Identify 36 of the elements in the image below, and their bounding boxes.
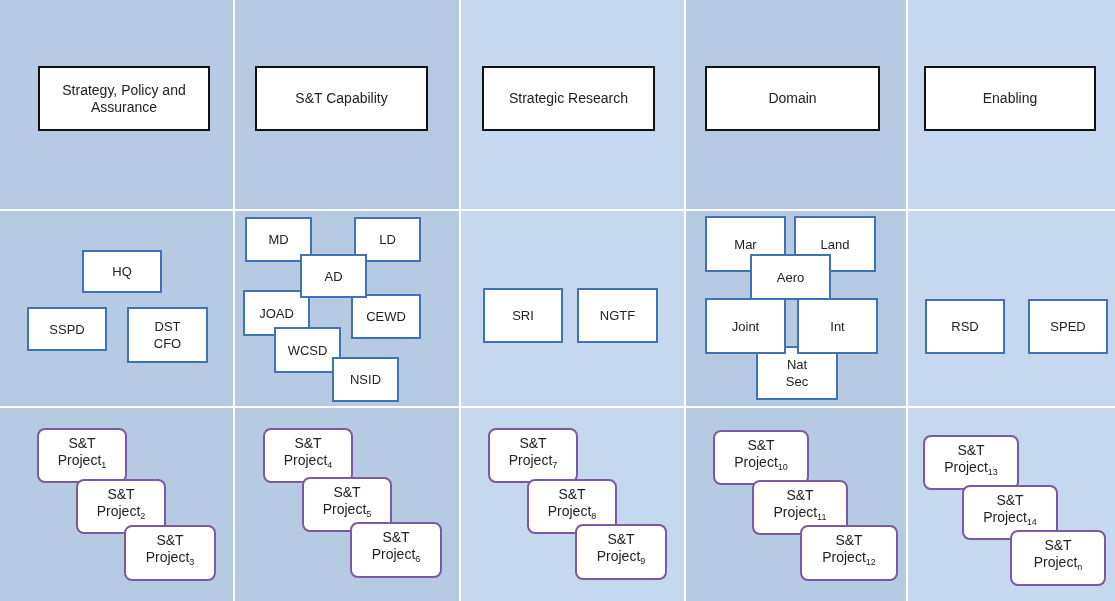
project-box: S&T Project$_{8}$ <box>527 479 617 534</box>
section-header-box: Strategic Research <box>482 66 655 131</box>
project-box: S&T Project$_{9}$ <box>575 524 667 580</box>
unit-box: SSPD <box>27 307 107 351</box>
project-box: S&T Project$_{11}$ <box>752 480 848 535</box>
project-box: S&T Project$_{14}$ <box>962 485 1058 540</box>
project-box: S&T Project$_{4}$ <box>263 428 353 483</box>
unit-box: MD <box>245 217 312 262</box>
unit-box: RSD <box>925 299 1005 354</box>
section-header-box: Strategy, Policy and Assurance <box>38 66 210 131</box>
unit-box: HQ <box>82 250 162 293</box>
unit-box: AD <box>300 254 367 298</box>
unit-box: Joint <box>705 298 786 354</box>
unit-box: SRI <box>483 288 563 343</box>
project-box: S&T Project$_{7}$ <box>488 428 578 483</box>
section-header-box: Domain <box>705 66 880 131</box>
unit-box: SPED <box>1028 299 1108 354</box>
unit-box: DST CFO <box>127 307 208 363</box>
project-box: S&T Project$_{10}$ <box>713 430 809 485</box>
unit-box: CEWD <box>351 294 421 339</box>
project-box: S&T Project$_{12}$ <box>800 525 898 581</box>
project-box: S&T Project$_{5}$ <box>302 477 392 532</box>
unit-box: Int <box>797 298 878 354</box>
project-box: S&T Project$_{13}$ <box>923 435 1019 490</box>
project-box: S&T Project$_{n}$ <box>1010 530 1106 586</box>
section-header-box: Enabling <box>924 66 1096 131</box>
unit-box: LD <box>354 217 421 262</box>
unit-box: Aero <box>750 254 831 300</box>
project-box: S&T Project$_{6}$ <box>350 522 442 578</box>
project-box: S&T Project$_{2}$ <box>76 479 166 534</box>
project-box: S&T Project$_{1}$ <box>37 428 127 483</box>
project-box: S&T Project$_{3}$ <box>124 525 216 581</box>
unit-box: NGTF <box>577 288 658 343</box>
section-header-box: S&T Capability <box>255 66 428 131</box>
unit-box: WCSD <box>274 327 341 373</box>
unit-box: NSID <box>332 357 399 402</box>
